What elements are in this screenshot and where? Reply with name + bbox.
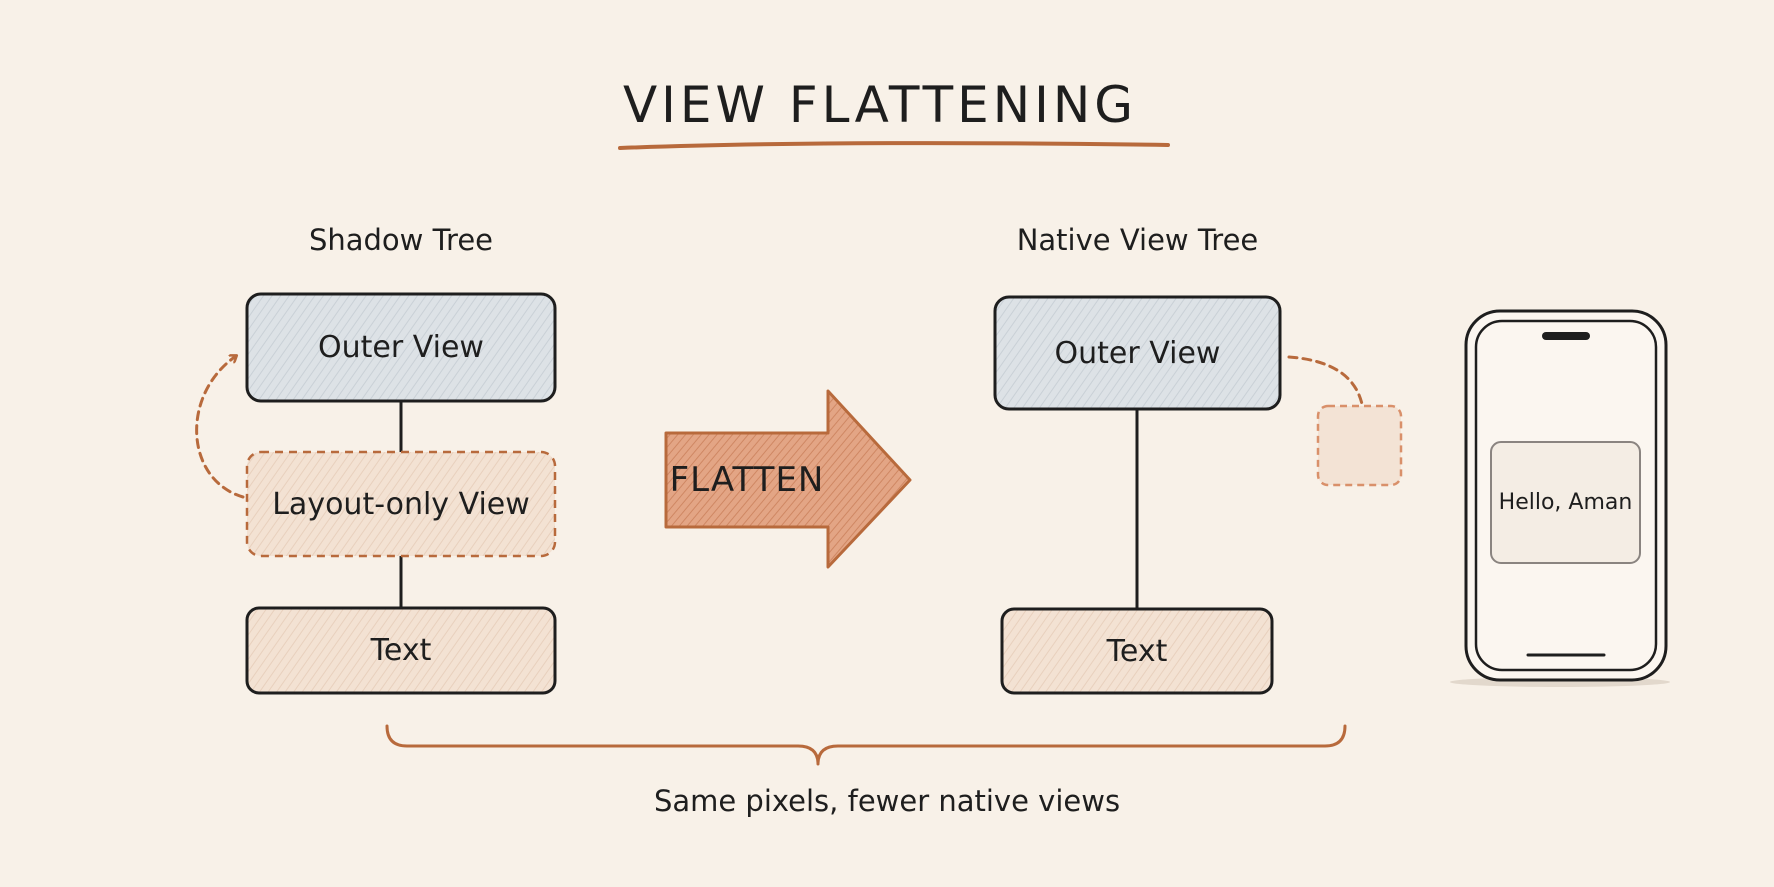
shadow-text-box <box>245 606 557 695</box>
native-text-box <box>1000 607 1274 695</box>
shadow-tree-heading: Shadow Tree <box>308 223 494 257</box>
title-underline <box>618 141 1170 150</box>
summary-caption: Same pixels, fewer native views <box>653 784 1121 818</box>
shadow-text-label: Text <box>370 633 432 668</box>
flatten-label: FLATTEN <box>669 460 825 500</box>
phone-greeting: Hello, Aman <box>1498 490 1633 515</box>
flatten-arrow <box>664 389 912 569</box>
native-tree-heading: Native View Tree <box>1016 223 1259 257</box>
removed-view-link <box>1287 355 1364 406</box>
phone-content-card <box>1490 441 1641 564</box>
page-title: VIEW FLATTENING <box>622 76 1138 134</box>
native-outer-view-label: Outer View <box>1054 335 1221 371</box>
shadow-layout-only-label: Layout-only View <box>272 486 530 522</box>
native-outer-view-box <box>993 295 1282 411</box>
hoist-arrow <box>195 356 245 499</box>
shadow-outer-view-box <box>245 292 557 403</box>
phone-screen <box>1474 319 1658 672</box>
phone-notch <box>1542 332 1590 340</box>
shadow-layout-only-box <box>245 450 557 558</box>
shadow-outer-view-label: Outer View <box>318 330 484 365</box>
summary-brace <box>385 724 1347 766</box>
removed-view-ghost <box>1316 404 1403 487</box>
native-text-label: Text <box>1106 633 1168 669</box>
